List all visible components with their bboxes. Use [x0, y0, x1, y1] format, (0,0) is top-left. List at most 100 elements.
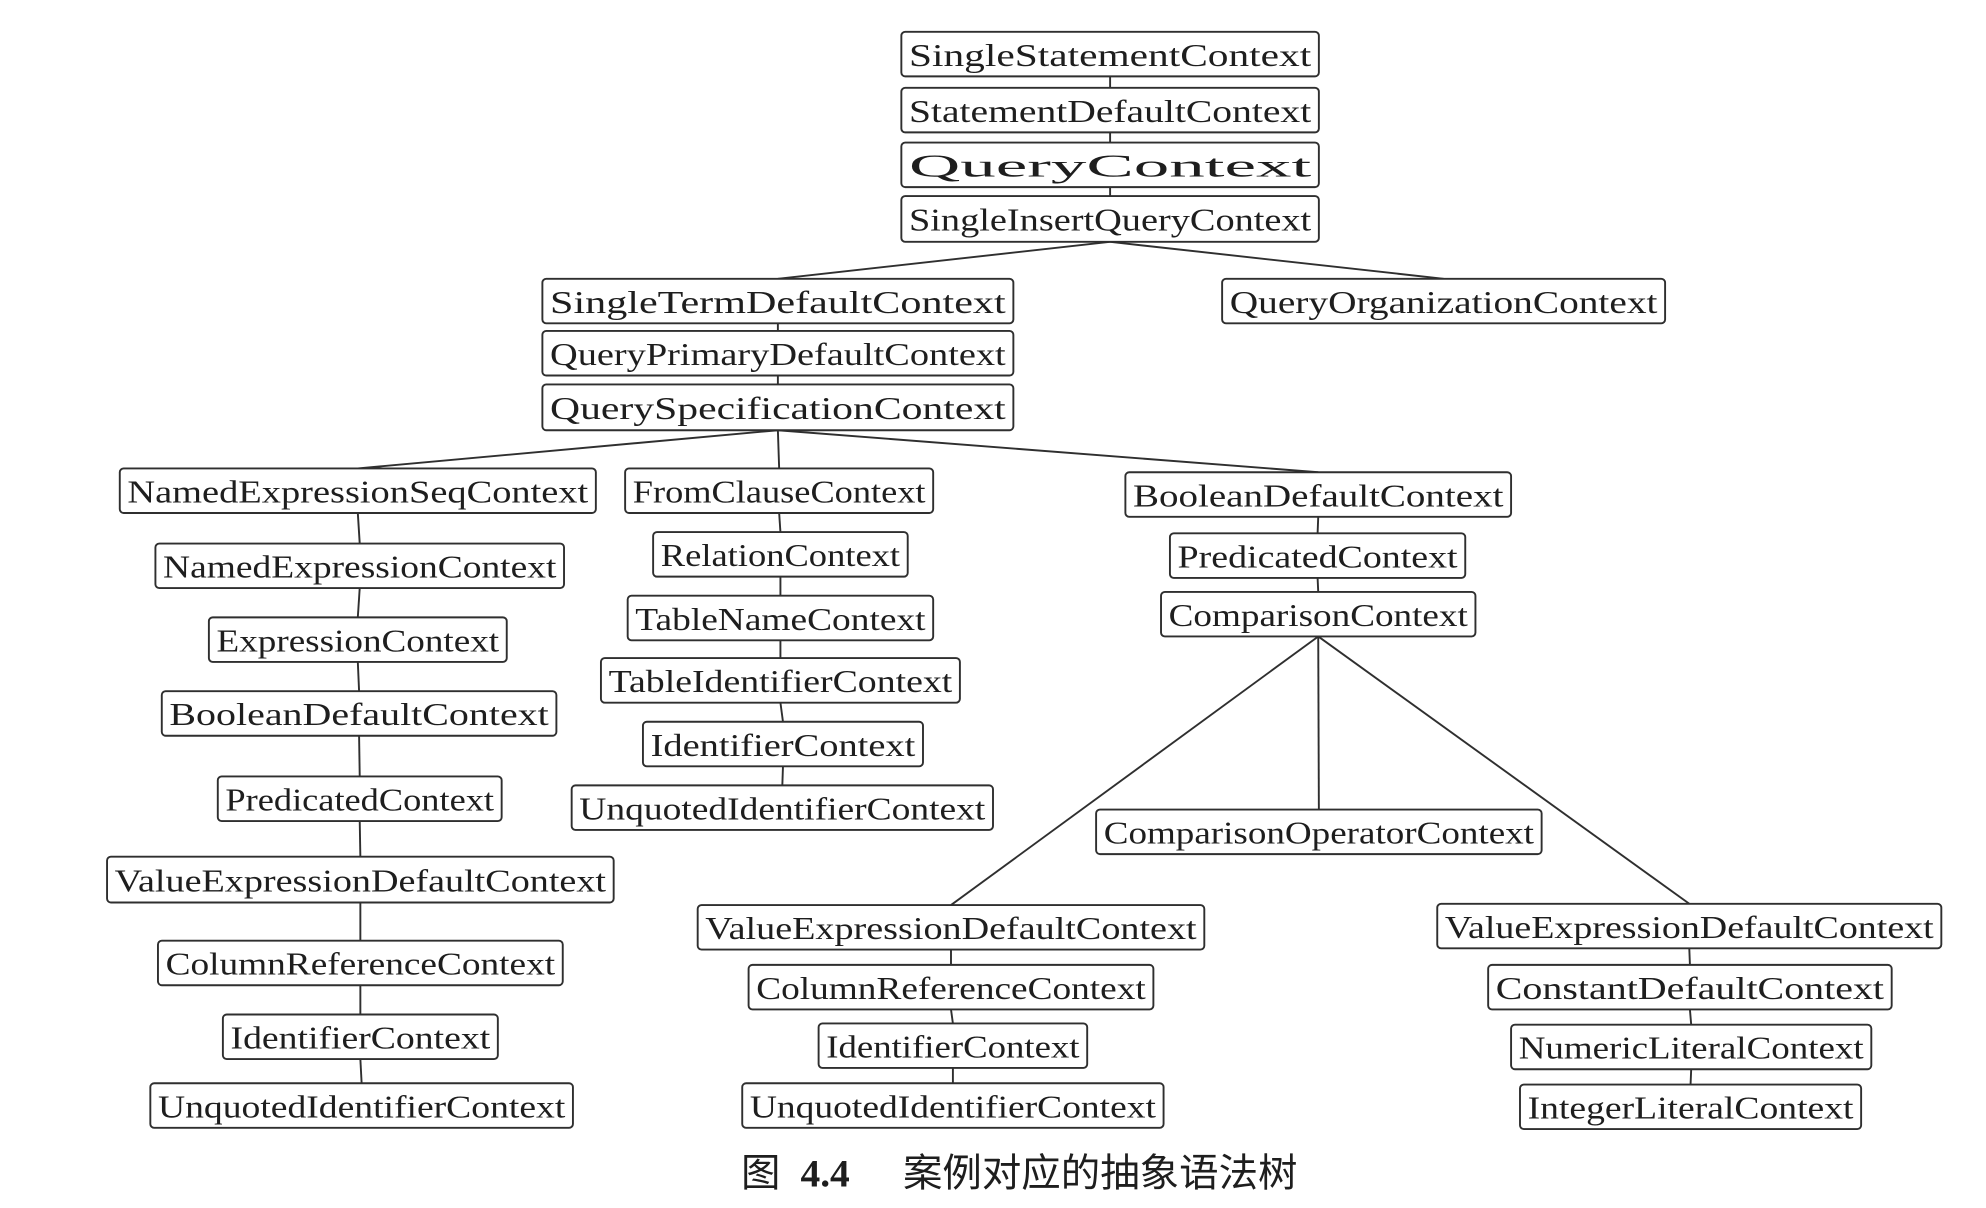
node-label: QueryContext [909, 149, 1312, 184]
node-box [900, 30, 1320, 78]
tree-edge [356, 588, 361, 618]
tree-node-predicated-context: PredicatedContext [1168, 532, 1467, 579]
node-box [1095, 808, 1543, 856]
node-label: ColumnReferenceContext [166, 947, 556, 982]
node-box [696, 904, 1206, 951]
node-label: ConstantDefaultContext [1496, 971, 1884, 1006]
tree-node-single-term-default-context: SingleTermDefaultContext [541, 277, 1015, 325]
tree-node-statement-default-context: StatementDefaultContext [900, 86, 1320, 134]
node-label: NamedExpressionContext [163, 550, 557, 585]
tree-nodes: SingleStatementContextStatementDefaultCo… [106, 30, 1943, 1131]
tree-node-named-expression-seq-context: NamedExpressionSeqContext [118, 467, 597, 514]
node-box [626, 594, 935, 642]
node-box [1519, 1083, 1863, 1131]
tree-edge [1317, 635, 1690, 905]
node-box [160, 690, 558, 737]
node-label: IdentifierContext [826, 1029, 1079, 1064]
node-box [1168, 532, 1467, 579]
tree-edge [1689, 1069, 1693, 1085]
node-box [817, 1022, 1089, 1069]
node-label: QueryOrganizationContext [1230, 285, 1658, 320]
node-box [747, 963, 1155, 1011]
node-label: IdentifierContext [651, 728, 916, 763]
node-label: ValueExpressionDefaultContext [1445, 910, 1934, 945]
node-label: IdentifierContext [231, 1021, 491, 1056]
tree-node-query-primary-default-context: QueryPrimaryDefaultContext [541, 330, 1015, 377]
tree-node-comparison-operator-context: ComparisonOperatorContext [1095, 808, 1543, 856]
node-label: PredicatedContext [225, 783, 494, 818]
node-box [900, 195, 1320, 243]
tree-node-constant-default-context: ConstantDefaultContext [1487, 963, 1893, 1011]
node-box [1221, 277, 1667, 325]
tree-edge [1688, 948, 1691, 965]
node-label: SingleInsertQueryContext [909, 203, 1311, 238]
tree-node-unquoted-identifier-context: UnquotedIdentifierContext [149, 1082, 574, 1129]
node-box [207, 616, 508, 663]
node-label: TableIdentifierContext [609, 664, 953, 699]
caption-title: 案例对应的抽象语法树 [903, 1151, 1298, 1195]
node-box [221, 1013, 499, 1061]
tree-node-identifier-context: IdentifierContext [221, 1013, 499, 1061]
tree-node-single-insert-query-context: SingleInsertQueryContext [900, 195, 1320, 243]
tree-node-boolean-default-context: BooleanDefaultContext [160, 690, 558, 737]
node-label: NumericLiteralContext [1519, 1031, 1864, 1066]
tree-edge [1317, 636, 1320, 810]
tree-edge [358, 821, 362, 857]
tree-node-numeric-literal-context: NumericLiteralContext [1510, 1023, 1873, 1071]
node-box [1510, 1023, 1873, 1071]
tree-edge [356, 661, 361, 692]
tree-edge [359, 1059, 363, 1084]
node-box [900, 141, 1320, 189]
node-label: NamedExpressionSeqContext [127, 474, 588, 509]
tree-edge [357, 429, 778, 470]
node-box [216, 775, 503, 822]
node-box [541, 383, 1015, 432]
node-box [1160, 590, 1477, 638]
tree-node-comparison-context: ComparisonContext [1160, 590, 1477, 638]
node-label: ValueExpressionDefaultContext [705, 911, 1197, 946]
tree-edge [1316, 577, 1320, 592]
tree-edge [1110, 240, 1444, 280]
node-box [641, 720, 924, 768]
node-box [1436, 902, 1943, 950]
tree-node-unquoted-identifier-context: UnquotedIdentifierContext [741, 1082, 1165, 1129]
tree-node-unquoted-identifier-context: UnquotedIdentifierContext [570, 784, 994, 831]
node-label: StatementDefaultContext [909, 94, 1311, 129]
tree-node-named-expression-context: NamedExpressionContext [154, 542, 565, 590]
tree-node-column-reference-context: ColumnReferenceContext [747, 963, 1155, 1011]
node-label: UnquotedIdentifierContext [579, 791, 985, 826]
node-label: ComparisonOperatorContext [1104, 816, 1534, 851]
figure-caption: 图 4.4 案例对应的抽象语法树 [741, 1151, 1298, 1195]
tree-edge [777, 429, 1319, 474]
node-label: QueryPrimaryDefaultContext [550, 337, 1006, 372]
node-box [149, 1082, 574, 1129]
tree-edge [358, 735, 361, 777]
node-box [154, 542, 565, 590]
node-box [599, 657, 961, 704]
node-label: FromClauseContext [633, 474, 926, 509]
tree-node-identifier-context: IdentifierContext [817, 1022, 1089, 1069]
tree-node-boolean-default-context: BooleanDefaultContext [1124, 471, 1513, 518]
tree-node-query-context: QueryContext [900, 141, 1320, 189]
node-label: BooleanDefaultContext [169, 697, 549, 732]
node-label: TableNameContext [635, 602, 925, 637]
node-label: SingleTermDefaultContext [550, 285, 1006, 320]
node-label: ValueExpressionDefaultContext [115, 863, 607, 898]
tree-edge [779, 702, 784, 722]
tree-node-query-organization-context: QueryOrganizationContext [1221, 277, 1667, 325]
tree-edge [950, 1009, 954, 1024]
node-box [157, 939, 564, 987]
tree-edge [776, 430, 781, 469]
node-label: BooleanDefaultContext [1133, 478, 1504, 513]
node-label: IntegerLiteralContext [1528, 1091, 1854, 1126]
tree-node-from-clause-context: FromClauseContext [624, 467, 935, 514]
tree-node-value-expression-default-context: ValueExpressionDefaultContext [1436, 902, 1943, 950]
node-label: ExpressionContext [217, 623, 500, 658]
node-label: ComparisonContext [1169, 598, 1468, 633]
tree-edge [781, 766, 784, 786]
node-box [541, 330, 1015, 377]
node-label: UnquotedIdentifierContext [158, 1089, 566, 1124]
tree-node-single-statement-context: SingleStatementContext [900, 30, 1320, 78]
node-box [652, 531, 909, 578]
